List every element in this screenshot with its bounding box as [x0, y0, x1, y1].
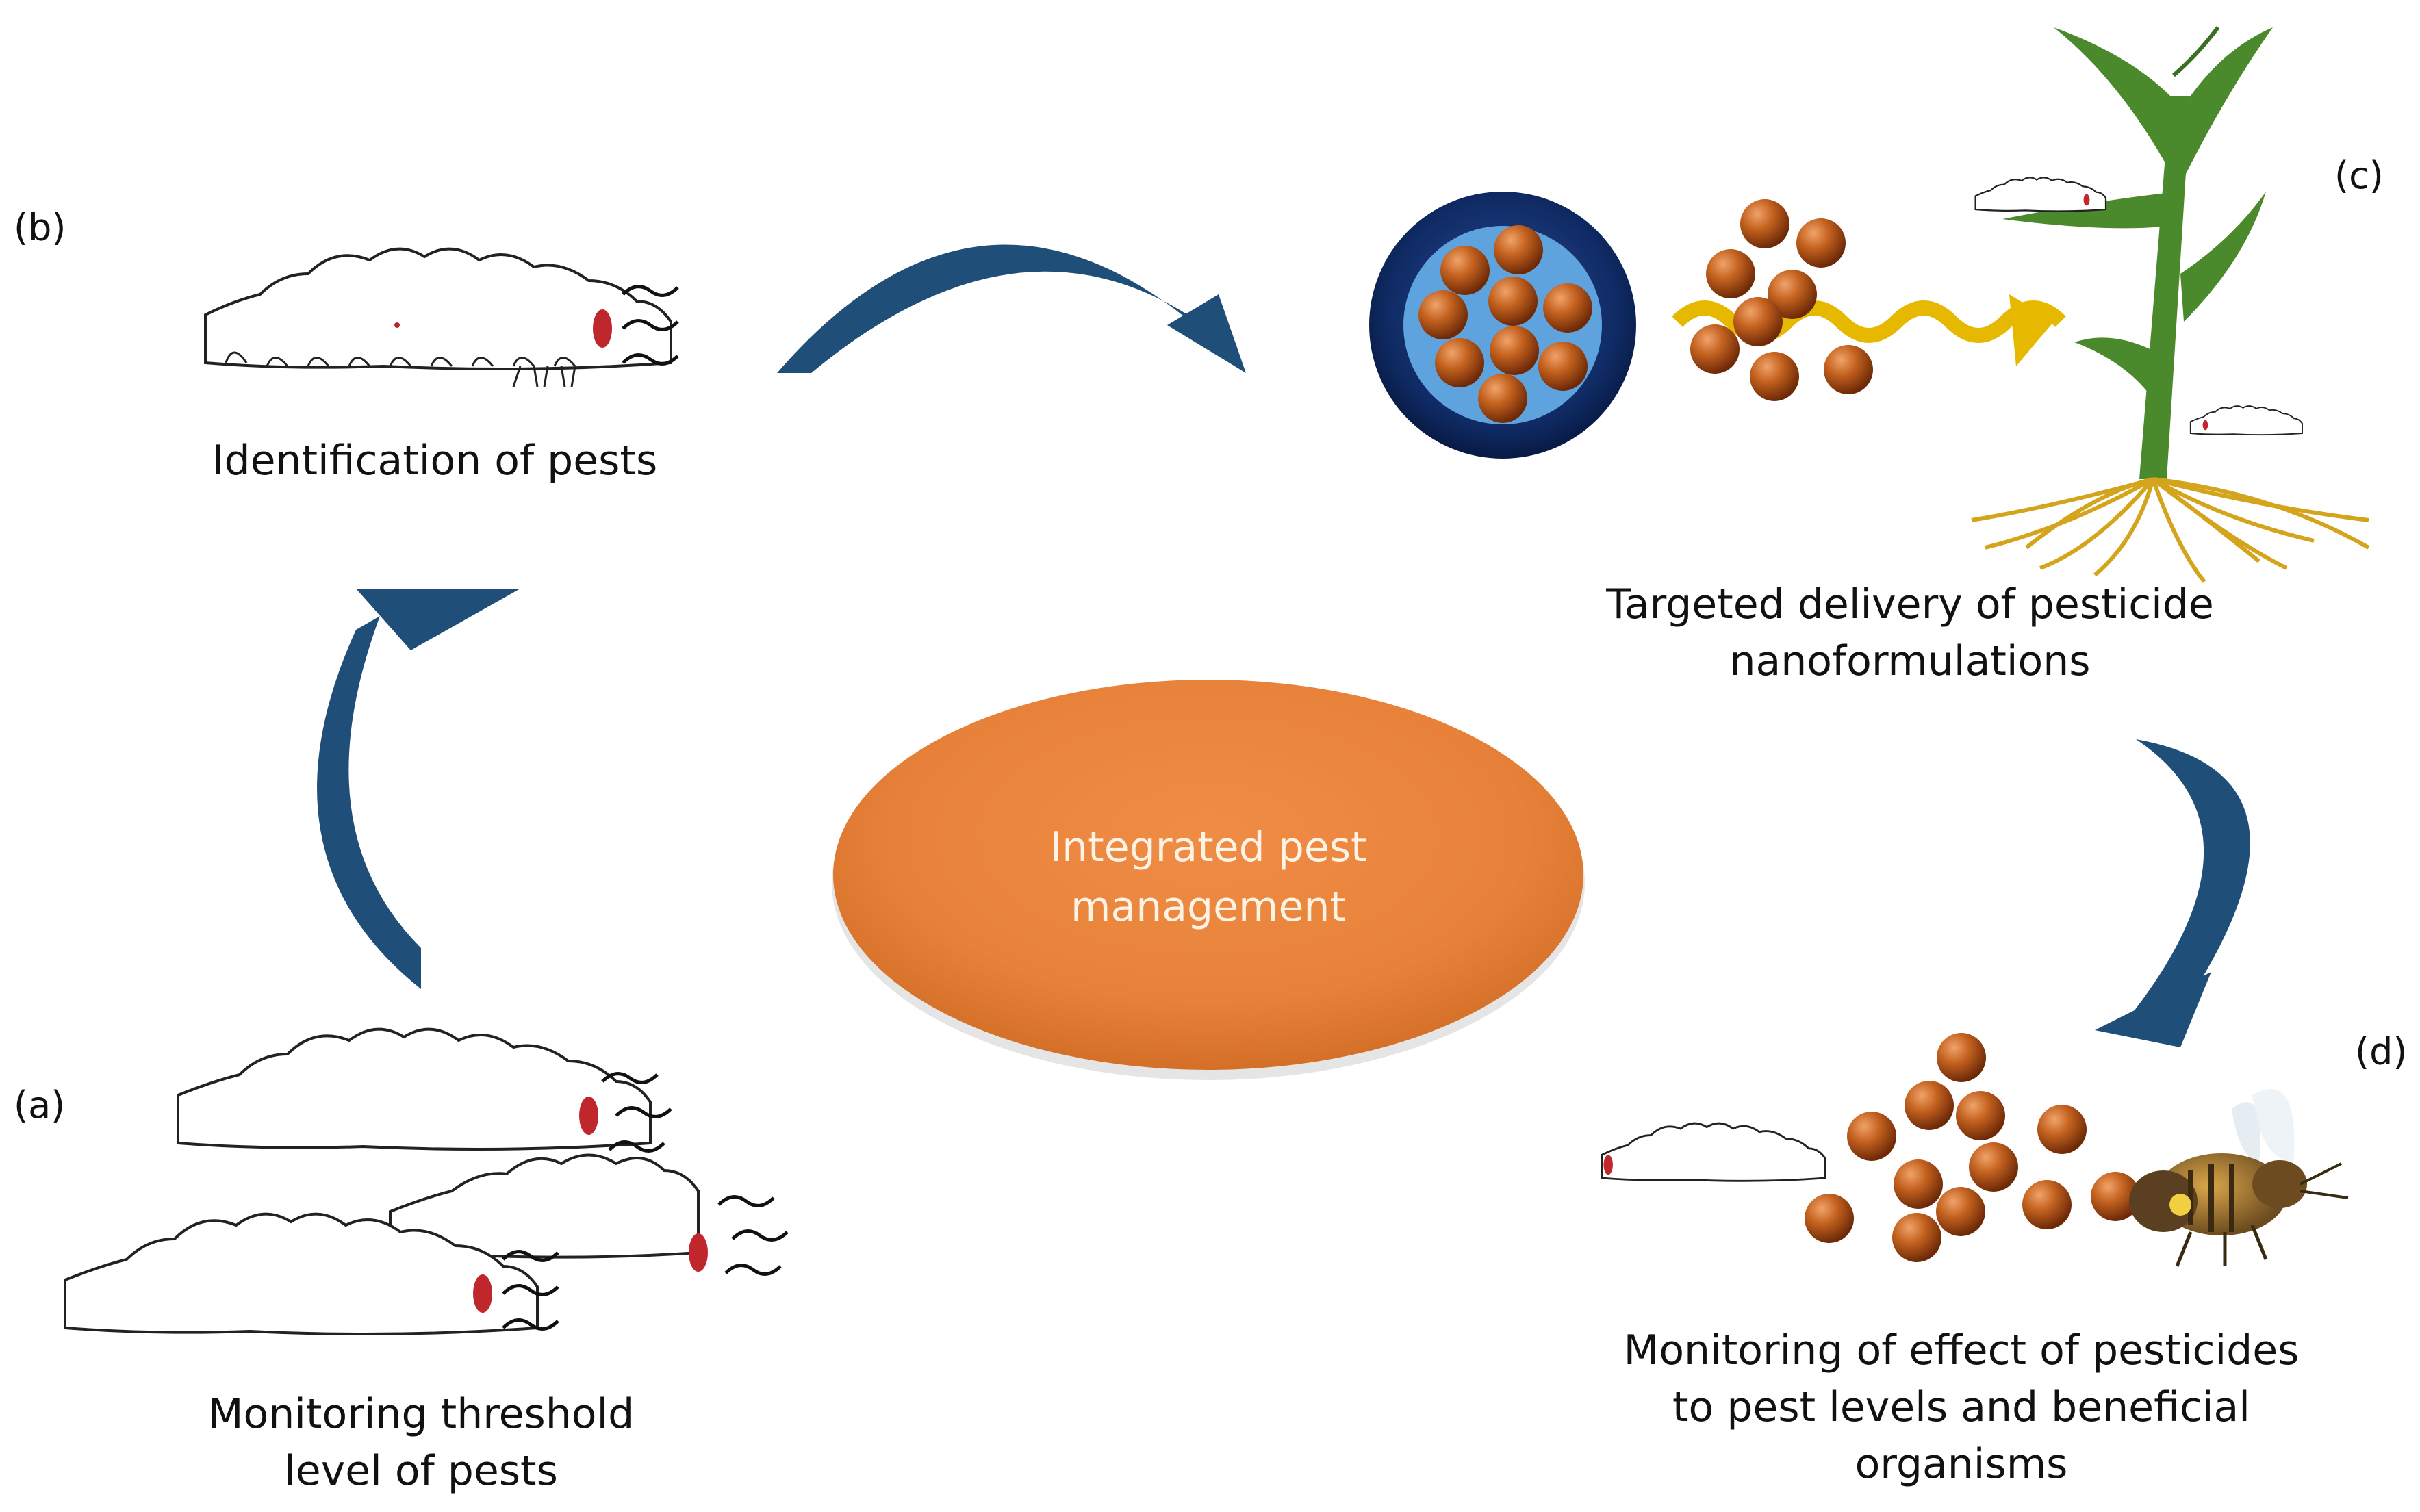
caption-d-line: Monitoring of effect of pesticides: [1623, 1327, 2300, 1374]
caterpillar-icon: [1601, 1122, 1826, 1182]
caterpillar-icon: [389, 1153, 789, 1276]
nanoparticle-icon: [1796, 218, 1846, 268]
cycle-arrow-icon: [317, 616, 421, 989]
caption-c-line: Targeted delivery of pesticide: [1606, 580, 2214, 628]
caterpillar-icon: [177, 1027, 672, 1153]
nanoparticle-icon: [1969, 1142, 2018, 1192]
nanoparticle-icon: [2022, 1180, 2072, 1229]
caterpillar-icon: [64, 1212, 559, 1335]
nanoparticle-icon: [1824, 345, 1873, 394]
nanoparticle-icon: [1937, 1033, 1986, 1082]
nanoparticle-icon: [2037, 1105, 2087, 1154]
nanoparticle-icon: [1905, 1081, 1954, 1130]
nanoparticle-icon: [1488, 277, 1538, 326]
caption-d: Monitoring of effect of pesticides to pe…: [1575, 1322, 2348, 1492]
caption-a: Monitoring threshold level of pests: [147, 1386, 695, 1500]
nanoparticle-icon: [1936, 1187, 1985, 1236]
bee-icon: [2129, 1089, 2349, 1267]
delivery-arrow-icon: [2009, 294, 2054, 366]
panel-label-b: (b): [14, 206, 66, 249]
nanoparticle-icon: [1892, 1213, 1941, 1262]
cycle-arrow-icon: [2119, 739, 2250, 1030]
nanoparticle-icon: [1494, 225, 1543, 274]
caption-a-line: Monitoring threshold: [207, 1390, 635, 1438]
caption-c-line: nanoformulations: [1729, 637, 2091, 685]
nanoparticle-icon: [2091, 1172, 2140, 1221]
nanoparticle-icon: [1478, 374, 1527, 423]
nanoparticle-icon: [1690, 324, 1740, 374]
nanoparticle-icon: [1847, 1112, 1896, 1161]
center-label-line: management: [1071, 883, 1346, 931]
caption-b: Identification of pests: [161, 433, 709, 489]
nanoparticle-icon: [1435, 338, 1484, 387]
nanoparticle-icon: [1805, 1194, 1854, 1243]
nanoparticle-icon: [1750, 352, 1799, 401]
cycle-arrow-icon: [777, 244, 1246, 373]
nanoparticle-icon: [1440, 246, 1490, 295]
center-ellipse: [833, 680, 1583, 1070]
caterpillar-icon: [204, 247, 679, 387]
panel-label-c: (c): [2334, 154, 2384, 197]
cycle-arrow-icon: [2095, 972, 2211, 1047]
caterpillar-icon: [1974, 177, 2107, 212]
caption-c: Targeted delivery of pesticide nanoformu…: [1533, 576, 2287, 690]
nanoparticle-icon: [1894, 1159, 1943, 1209]
nanoparticle-icon: [1733, 297, 1783, 346]
panel-label-a: (a): [14, 1084, 66, 1127]
caption-a-line: level of pests: [284, 1446, 558, 1495]
nanoparticle-icon: [1538, 342, 1588, 391]
cycle-arrow-icon: [356, 589, 520, 650]
caption-d-line: organisms: [1855, 1439, 2068, 1488]
caption-d-line: to pest levels and beneficial: [1672, 1383, 2250, 1431]
nanoparticle-icon: [1418, 290, 1468, 339]
nanoparticle-icon: [1706, 249, 1755, 298]
nanoparticle-icon: [1543, 283, 1592, 333]
nanoparticle-icon: [1740, 199, 1789, 248]
nanoparticle-icon: [1768, 270, 1817, 319]
caption-b-line: Identification of pests: [212, 437, 658, 485]
plant-icon: [2002, 26, 2273, 479]
center-label: Integrated pest management: [832, 818, 1585, 937]
roots-icon: [1971, 477, 2370, 583]
cycle-arrow-icon: [1167, 294, 1246, 373]
panel-label-d: (d): [2355, 1030, 2408, 1073]
nanoparticle-icon: [1490, 326, 1539, 375]
nanoparticle-icon: [1956, 1091, 2005, 1140]
center-label-line: Integrated pest: [1049, 823, 1367, 871]
caterpillar-icon: [2189, 405, 2303, 436]
